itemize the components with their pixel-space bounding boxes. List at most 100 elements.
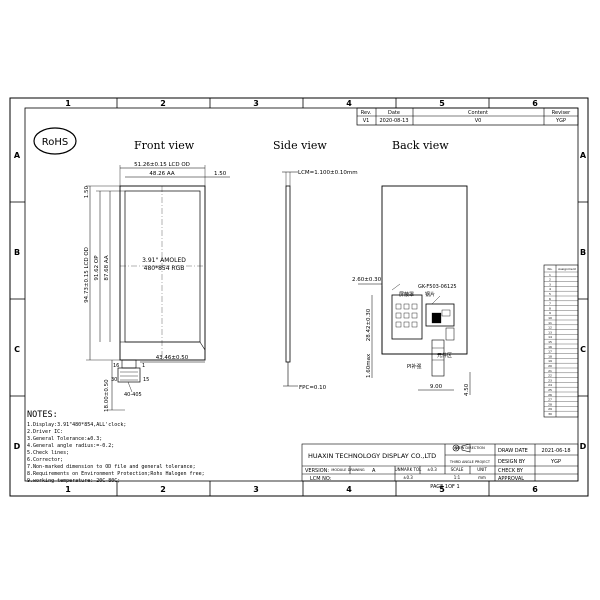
panel-type-label: 3.91" AMOLED <box>142 257 186 264</box>
col-label: 2 <box>160 485 166 494</box>
row-label: C <box>14 345 20 354</box>
note-item: 4.General angle radius:=-0.2; <box>27 443 114 449</box>
back-view-title: Back view <box>392 139 449 152</box>
outer-frame <box>9 97 589 497</box>
third-angle-label: THIRD ANGLE PROJECT <box>449 460 491 464</box>
revision-cell: V1 <box>363 118 370 124</box>
view-direction-label: VIEW DIRECTION <box>455 446 485 450</box>
scale-value: 1:1 <box>454 475 461 480</box>
pin-label: 15 <box>143 377 149 383</box>
unmark-tol-label: UNMARK TOL <box>395 467 422 472</box>
row-label: B <box>580 248 586 257</box>
side-view <box>282 171 298 387</box>
unit-label: UNIT <box>477 467 487 472</box>
pin-number: 17 <box>548 350 552 354</box>
revision-header: Reviser <box>552 110 571 116</box>
pin-number: 25 <box>548 388 552 392</box>
page-label: PAGE 1OF 1 <box>430 484 459 490</box>
side-view-title: Side view <box>273 139 327 152</box>
note-item: 8.Requirements on Environment Protection… <box>27 471 205 477</box>
revision-table: Rev. Date Content Reviser V1 2020-08-13 … <box>356 107 579 126</box>
rohs-logo: RoHS <box>33 127 77 155</box>
tol-value-row: ±0.3 <box>403 475 413 480</box>
note-item: 7.Non-marked dimension to OD file and ge… <box>27 464 196 470</box>
company-name: HUAXIN TECHNOLOGY DISPLAY CO.,LTD <box>308 452 436 460</box>
pin-number: 10 <box>548 316 552 320</box>
col-label: 6 <box>532 99 538 108</box>
col-label: 3 <box>253 485 259 494</box>
draw-date-label: DRAW DATE <box>498 448 528 454</box>
pin-number: 26 <box>548 393 552 397</box>
row-label: C <box>580 345 586 354</box>
dim-aa-width: 48.26 AA <box>149 171 174 177</box>
note-item: 3.General Tolerance:±0.3; <box>27 436 102 442</box>
pin-number: 16 <box>548 345 552 349</box>
note-item: 5.Check lines; <box>27 450 69 456</box>
revision-cell: 2020-08-13 <box>379 118 408 124</box>
pin-number: 6 <box>549 297 551 301</box>
col-label: 5 <box>439 485 445 494</box>
version-label: VERSION: <box>305 468 329 474</box>
pin-number: 22 <box>548 374 552 378</box>
dim-back-width: 9.00 <box>430 384 443 390</box>
module-drawing-label: MODULE DRAWING <box>331 468 365 472</box>
rohs-logo-text: RoHS <box>42 137 68 148</box>
row-label: D <box>14 442 21 451</box>
stiffener-label: 钢片 <box>425 291 435 298</box>
col-label: 3 <box>253 99 259 108</box>
dim-right-margin: 1.50 <box>214 171 227 177</box>
notes: NOTES: 1.Display:3.91"480*854,ALL'clock;… <box>27 410 205 484</box>
dim-back-offset: 2.60±0.30 <box>352 277 382 283</box>
pin-number: 15 <box>548 340 552 344</box>
note-item: 2.Driver IC: <box>27 429 63 435</box>
back-view <box>358 185 471 395</box>
column-ticks <box>10 98 588 496</box>
dim-back-tail: 4.50 <box>464 383 470 396</box>
approval-label: APPROVAL <box>498 476 524 482</box>
lcm-no-label: LCM NO: <box>310 476 332 482</box>
dim-lcd-od-height: 94.73±0.15 LCD OD <box>84 247 90 303</box>
notes-title: NOTES: <box>27 410 58 420</box>
pin-table-header: Assignment <box>558 267 576 271</box>
dim-top-margin: 1.50 <box>84 186 90 199</box>
dim-back-height: 28.42±0.30 <box>366 308 372 341</box>
design-by-value: YGP <box>550 459 561 465</box>
dim-lcd-od-width: 51.26±0.15 LCD OD <box>134 162 190 168</box>
pin-number: 5 <box>549 292 551 296</box>
revision-cell: V0 <box>475 118 482 124</box>
pin-number: 20 <box>548 364 552 368</box>
col-label: 6 <box>532 485 538 494</box>
row-label: A <box>580 151 587 160</box>
lcd-outline <box>119 185 206 361</box>
pi-stiffener-label: PI补强 <box>407 363 422 370</box>
pin-number: 30 <box>548 412 552 416</box>
pin-number: 3 <box>549 282 551 286</box>
revision-cell: YGP <box>555 118 566 124</box>
col-label: 1 <box>65 485 71 494</box>
pin-number: 28 <box>548 402 552 406</box>
revision-header: Content <box>468 110 488 116</box>
col-label: 1 <box>65 99 71 108</box>
dim-op-height: 91.62 OP <box>94 255 100 281</box>
dim-fpc-length: 18.00±0.50 <box>104 379 110 412</box>
part-number: GK-F503-06125 <box>418 284 457 290</box>
pin-number: 14 <box>548 335 552 339</box>
dim-fpc-width: 43.46±0.50 <box>156 355 189 361</box>
row-label: B <box>14 248 20 257</box>
col-label: 4 <box>346 485 352 494</box>
pin-assignment-table: 1234567891011121314151617181920212223242… <box>543 264 579 418</box>
col-label: 5 <box>439 99 445 108</box>
front-view-labels: 51.26±0.15 LCD OD 48.26 AA 1.50 1.50 94.… <box>84 162 227 412</box>
pin-number: 12 <box>548 326 552 330</box>
pin-number: 24 <box>548 383 552 387</box>
tol-value: ±0.3 <box>427 467 437 472</box>
shield-can-label: 屏蔽罩 <box>399 291 414 298</box>
component-zone-label: 元件区 <box>437 352 452 359</box>
note-item: 1.Display:3.91"480*854,ALL'clock; <box>27 422 126 428</box>
check-by-label: CHECK BY <box>498 468 524 474</box>
pin-label: 1 <box>142 363 145 369</box>
stiffener-plate <box>425 303 455 327</box>
connector-label: 40-405 <box>124 392 142 398</box>
pin-number: 18 <box>548 354 552 358</box>
